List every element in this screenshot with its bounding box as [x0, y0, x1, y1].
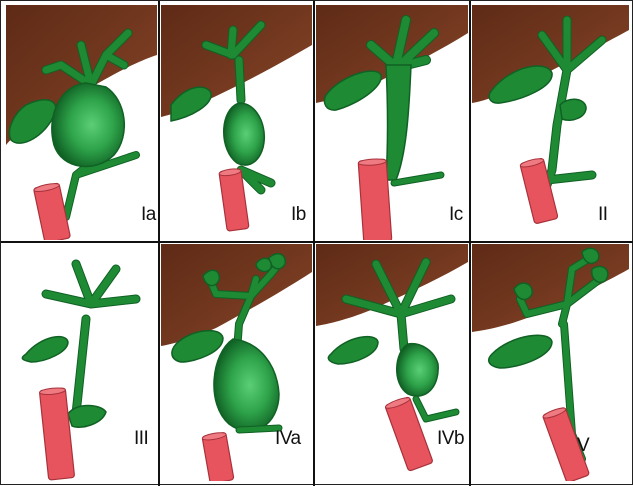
diverticulum [560, 99, 586, 120]
choledochocele [68, 406, 106, 428]
label-type-v: V [577, 435, 589, 457]
label-type-ivb: IVb [437, 428, 464, 450]
label-type-ia: Ia [141, 204, 156, 226]
illustration [472, 244, 629, 481]
divider-vertical-1 [158, 1, 160, 486]
duodenum [39, 387, 74, 480]
divider-horizontal [1, 241, 633, 243]
label-type-iii: III [134, 428, 148, 450]
intrahepatic-cyst [592, 266, 608, 282]
divider-vertical-3 [469, 1, 471, 486]
label-type-ic: Ic [449, 204, 463, 226]
illustration [6, 5, 157, 240]
intrahepatic-cyst [256, 258, 271, 271]
dilated-common-duct [386, 65, 411, 180]
duodenum [358, 158, 392, 240]
cyst [214, 339, 279, 431]
illustration [161, 5, 312, 240]
bile-duct [239, 428, 279, 430]
panel-type-ia [6, 5, 157, 240]
duodenum [384, 396, 433, 472]
label-type-iva: IVa [275, 428, 301, 450]
gallbladder [489, 335, 552, 368]
cyst [224, 103, 265, 165]
panel-type-ic [316, 5, 468, 240]
label-type-ib: Ib [291, 204, 306, 226]
cyst [52, 83, 124, 166]
cyst [397, 344, 438, 396]
label-type-ii: II [598, 204, 608, 226]
gallbladder [328, 337, 378, 364]
duodenum [202, 431, 234, 481]
gallbladder [22, 337, 68, 362]
divider-vertical-2 [313, 1, 315, 486]
panel-type-ib [161, 5, 312, 240]
panel-type-v [472, 244, 629, 481]
liver [472, 244, 629, 332]
duodenum [33, 182, 70, 240]
illustration [316, 5, 468, 240]
